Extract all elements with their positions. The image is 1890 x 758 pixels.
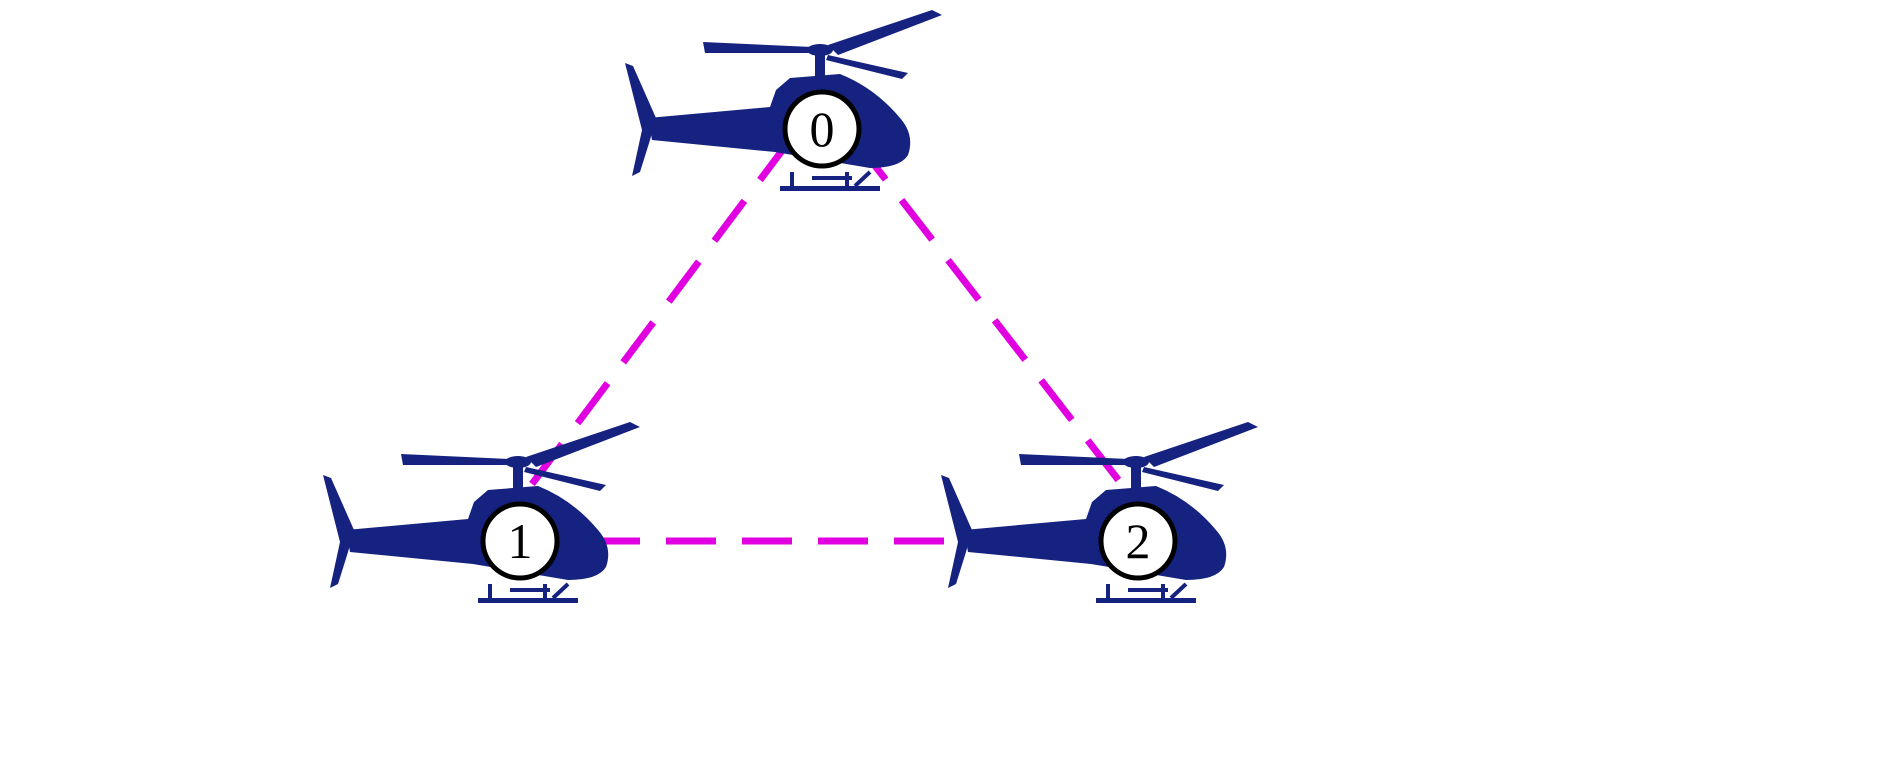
node-label: 2 <box>1126 513 1151 569</box>
helicopter-node-0: 0 <box>623 8 944 193</box>
helicopter-icon <box>939 420 1260 605</box>
helicopter-node-2: 2 <box>939 420 1260 605</box>
node-label: 1 <box>508 513 533 569</box>
helicopter-icon <box>321 420 642 605</box>
helicopter-icon <box>623 8 944 193</box>
helicopter-node-1: 1 <box>321 420 642 605</box>
node-circle <box>782 89 862 169</box>
node-label: 0 <box>810 101 835 157</box>
node-circle <box>1098 501 1178 581</box>
links <box>517 137 1133 545</box>
node-circle <box>480 501 560 581</box>
link-0-2 <box>852 137 1133 498</box>
